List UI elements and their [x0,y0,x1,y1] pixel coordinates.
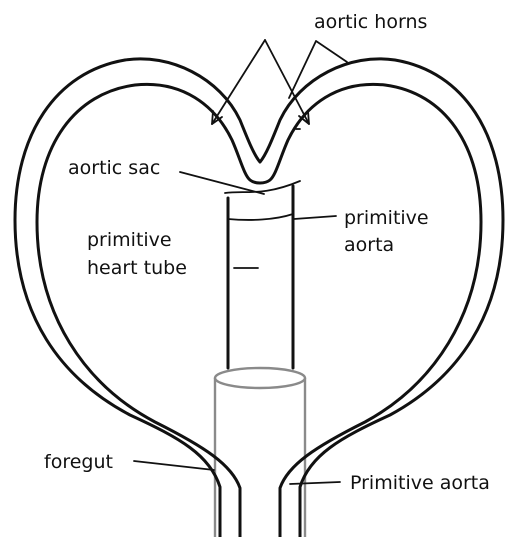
label-primitive-aorta-line2: aorta [344,234,394,256]
foregut-leader [134,461,214,470]
label-foregut: foregut [44,451,113,473]
foregut [215,368,305,537]
primitive-aorta-lower-leader [290,482,340,484]
aortic-horn-arrow-left-shaft [212,40,265,124]
primitive-aorta-boundary [228,214,293,220]
foregut-top-rim [215,368,305,388]
label-aortic-horns: aortic horns [314,11,427,33]
label-primitive-aorta-line1: primitive [344,207,429,229]
aortic-sac-leader [180,172,264,194]
aortic-horn-arrow-right-shaft [265,40,309,124]
label-primitive-heart-tube-line2: heart tube [87,257,187,279]
label-primitive-heart-tube-line1: primitive [87,229,172,251]
aortic-horns-arrows [212,40,347,129]
label-aortic-sac: aortic sac [68,157,160,179]
label-primitive-aorta-lower: Primitive aorta [350,472,490,494]
primitive-aorta-leader [294,216,336,219]
